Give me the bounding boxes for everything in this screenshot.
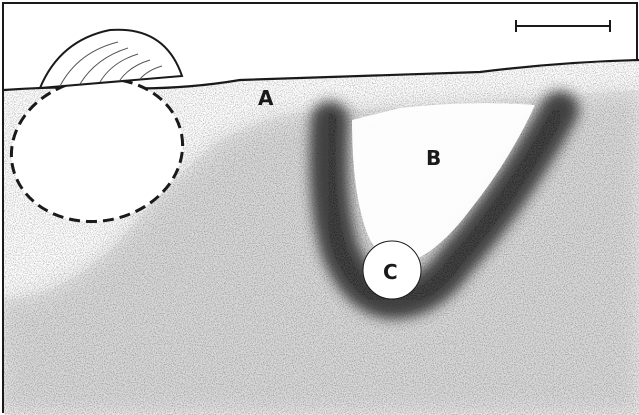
scale-bar-icon — [516, 20, 610, 32]
label-a: A — [258, 86, 274, 110]
bivalve-shell-icon — [40, 30, 182, 88]
label-c: C — [383, 260, 398, 284]
label-b: B — [426, 146, 441, 170]
